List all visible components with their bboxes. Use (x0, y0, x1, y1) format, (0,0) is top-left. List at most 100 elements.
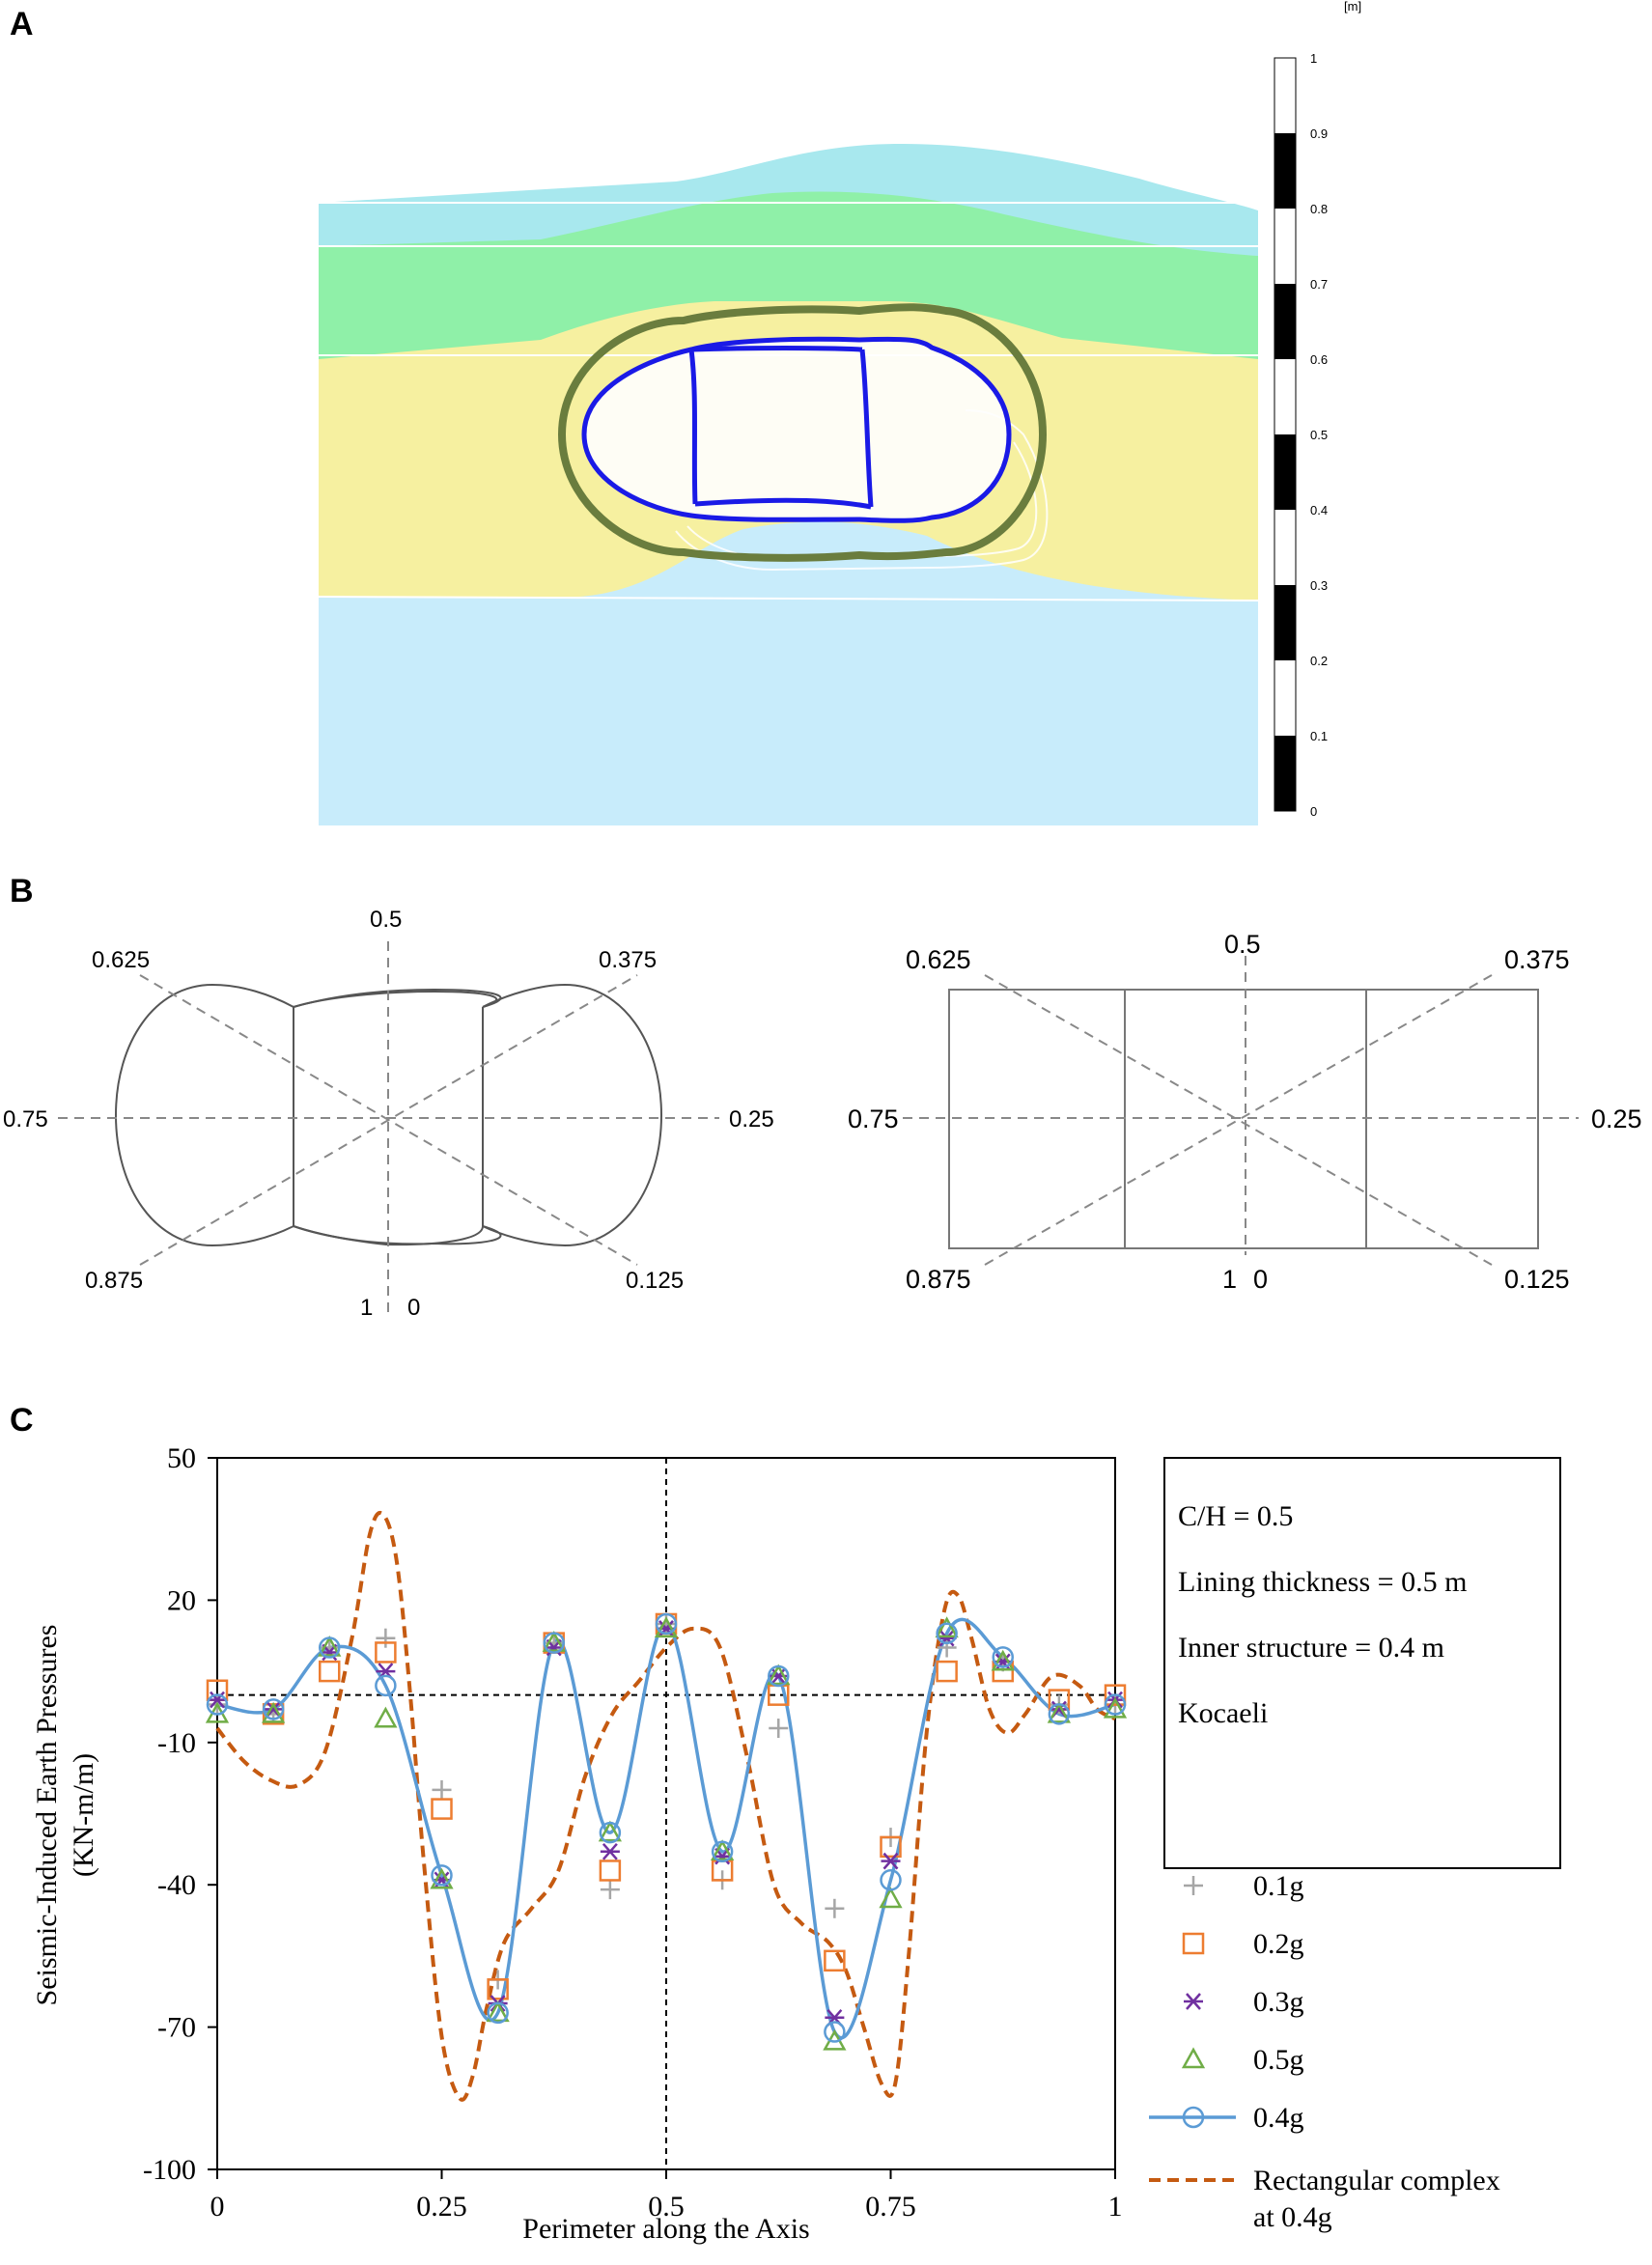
point-0.1g (600, 1880, 620, 1900)
point-0.4g (487, 2001, 509, 2025)
scale-tick-label: 0.7 (1310, 277, 1328, 292)
point-0.2g (824, 1949, 846, 1972)
left-label-bottom-left: 0.875 (85, 1268, 143, 1294)
panel-a-figure: [m] 10.90.80.70.60.50.40.30.20.10 (318, 0, 1361, 825)
point-0.5g (654, 1616, 679, 1638)
point-0.1g (825, 1898, 845, 1918)
point-0.5g (262, 1701, 286, 1723)
point-0.4g (880, 1869, 902, 1891)
left-label-right: 0.25 (729, 1106, 774, 1132)
point-0.5g (935, 1616, 959, 1638)
tunnel-outline-left (114, 983, 663, 1247)
point-0.3g (937, 1629, 957, 1647)
panel-label-a: A (10, 6, 34, 42)
x-axis-label: Perimeter along the Axis (522, 2213, 809, 2245)
x-tick-label: 0.25 (416, 2191, 467, 2223)
legend-label: 0.1g (1253, 1870, 1304, 1902)
point-0.4g (262, 1698, 285, 1720)
point-0.5g (486, 2000, 510, 2023)
legend-item: 0.2g (1182, 1928, 1304, 1960)
legend-label: 0.3g (1253, 1986, 1304, 2018)
legend-marker (1182, 1932, 1205, 1955)
y-tick-label: -40 (157, 1869, 196, 1901)
point-0.5g (1047, 1701, 1071, 1723)
info-box: C/H = 0.5 Lining thickness = 0.5 m Inner… (1163, 1457, 1561, 1869)
right-label-top: 0.5 (1224, 930, 1261, 959)
axes-right (903, 956, 1579, 1266)
scale-tick-label: 0 (1310, 804, 1317, 819)
point-0.4g (711, 1840, 734, 1863)
info-line-4: Kocaeli (1178, 1697, 1268, 1729)
x-tick-label: 0 (210, 2191, 225, 2223)
left-label-top-left: 0.625 (92, 947, 150, 973)
scale-tick-label: 0.2 (1310, 654, 1328, 668)
legend-label: Rectangular complex (1253, 2165, 1500, 2196)
point-0.2g (431, 1798, 453, 1820)
y-tick-label: -10 (157, 1727, 196, 1759)
left-label-bottom-1: 1 (360, 1295, 373, 1321)
y-tick-label: -100 (143, 2154, 196, 2186)
legend-label: 0.4g (1253, 2102, 1304, 2134)
inner-structure-walls (688, 346, 874, 510)
point-0.5g (598, 1820, 622, 1842)
point-0.5g (374, 1706, 398, 1728)
scale-tick-label: 1 (1310, 51, 1317, 66)
point-0.5g (767, 1664, 791, 1686)
scale-bar: [m] 10.90.80.70.60.50.40.30.20.10 (1274, 0, 1361, 819)
point-0.4g (992, 1646, 1014, 1668)
left-label-left: 0.75 (3, 1106, 48, 1132)
x-tick-label: 1 (1108, 2191, 1123, 2223)
point-0.2g (375, 1641, 397, 1664)
left-label-top: 0.5 (370, 907, 402, 933)
right-label-bottom-0: 0 (1253, 1265, 1268, 1294)
point-0.4g (1048, 1703, 1071, 1725)
point-0.5g (711, 1839, 735, 1861)
left-label-top-right: 0.375 (599, 947, 657, 973)
legend-item: 0.5g (1181, 2044, 1304, 2076)
info-line-1: C/H = 0.5 (1178, 1500, 1293, 1532)
x-tick-label: 0.5 (648, 2191, 685, 2223)
legend-item: 0.3g (1184, 1986, 1304, 2018)
point-0.3g (208, 1691, 227, 1709)
right-label-bottom-left: 0.875 (906, 1265, 971, 1294)
axes-left (58, 941, 719, 1318)
scale-tick-label: 0.5 (1310, 428, 1328, 442)
scale-block (1274, 284, 1296, 359)
legend-item: 0.1g (1184, 1870, 1304, 1902)
panel-label-b: B (10, 873, 34, 909)
scale-unit-label: [m] (1344, 0, 1361, 14)
scale-tick-label: 0.3 (1310, 578, 1328, 593)
scale-tick-label: 0.8 (1310, 202, 1328, 216)
point-0.3g (881, 1852, 901, 1870)
point-0.5g (1103, 1696, 1128, 1719)
point-0.1g (937, 1637, 957, 1658)
point-0.2g (487, 1978, 509, 2000)
point-0.5g (879, 1887, 903, 1909)
point-0.2g (880, 1835, 902, 1859)
panel-b-figure: 0.5 0.375 0.625 0.75 0.25 0.875 0.125 1 … (3, 907, 1642, 1321)
point-0.5g (991, 1649, 1015, 1671)
scale-block (1274, 434, 1296, 510)
legend-marker (1184, 1993, 1203, 2010)
scale-tick-label: 0.9 (1310, 126, 1328, 141)
y-tick-label: -70 (157, 2012, 196, 2044)
point-0.4g (1104, 1693, 1127, 1716)
deformed-outline (675, 409, 1049, 572)
y-axis-label-line2: (KN-m/m) (68, 1753, 99, 1877)
point-0.1g (432, 1779, 452, 1800)
green-soil-layer (319, 191, 1258, 359)
point-0.4g (655, 1612, 678, 1636)
point-0.4g (936, 1622, 958, 1645)
series-rectangular-complex-line (215, 1511, 1116, 2102)
x-tick-label: 0.75 (865, 2191, 916, 2223)
right-label-bottom-1: 1 (1222, 1265, 1237, 1294)
point-0.2g (599, 1860, 622, 1882)
point-0.4g (599, 1821, 622, 1844)
point-0.1g (376, 1628, 396, 1648)
legend-label: 0.2g (1253, 1928, 1304, 1960)
y-axis-label-line1: Seismic-Induced Earth Pressures (31, 1625, 63, 2006)
scale-tick-label: 0.4 (1310, 503, 1328, 517)
legend-item: 0.4g (1149, 2102, 1304, 2134)
